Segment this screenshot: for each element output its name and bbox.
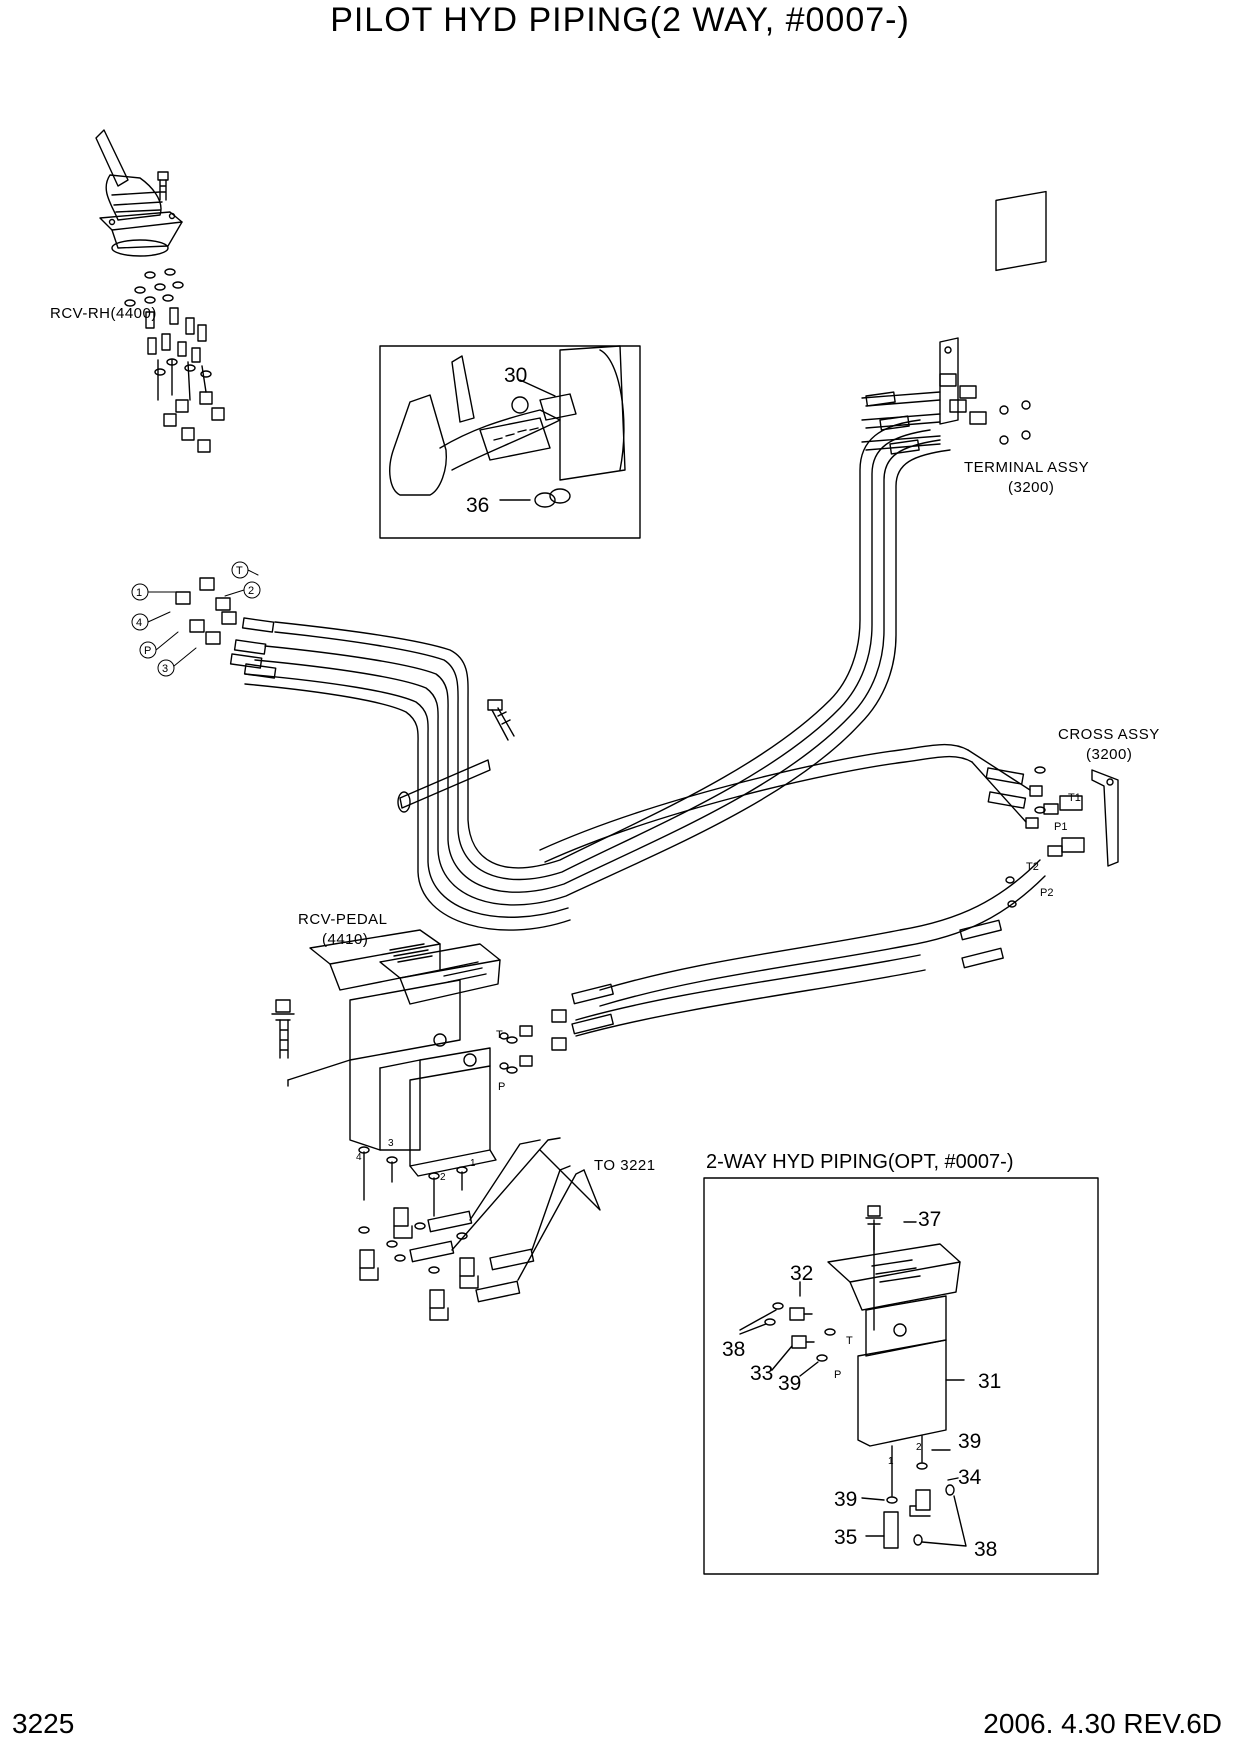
pedal-port-4: 4 bbox=[356, 1152, 362, 1163]
port-circle-t: T bbox=[236, 565, 243, 577]
part-31-label: 31 bbox=[978, 1370, 1001, 1393]
option-box-title: 2-WAY HYD PIPING(OPT, #0007-) bbox=[706, 1151, 1014, 1173]
rcv-pedal bbox=[271, 929, 518, 1217]
part-38-label-b: 38 bbox=[974, 1538, 997, 1561]
page-title: PILOT HYD PIPING(2 WAY, #0007-) bbox=[330, 1, 910, 39]
cab-inset-labels: 30 36 bbox=[466, 364, 527, 517]
to-3221-ref: TO 3221 bbox=[594, 1157, 656, 1174]
part-39-label-c: 39 bbox=[834, 1488, 857, 1511]
pedal-bottom-fittings bbox=[358, 1137, 601, 1321]
option-port-p: P bbox=[834, 1369, 841, 1381]
port-p1-label: P1 bbox=[1054, 821, 1067, 833]
pedal-port-p: P bbox=[498, 1081, 505, 1093]
rcv-pedal-ref: RCV-PEDAL bbox=[298, 911, 388, 928]
port-circle-4: 4 bbox=[136, 617, 142, 629]
circled-port-labels: T 1 2 4 P 3 bbox=[136, 565, 254, 675]
cross-assy-code: (3200) bbox=[1086, 746, 1132, 763]
rcv-rh-ref: RCV-RH(4400) bbox=[50, 305, 157, 322]
circled-port-markers bbox=[131, 561, 261, 677]
rcv-rh-joystick bbox=[95, 129, 183, 257]
hose-clamp bbox=[397, 699, 515, 813]
cab-inset bbox=[379, 345, 641, 539]
pedal-port-2: 2 bbox=[440, 1172, 446, 1183]
part-38-label-a: 38 bbox=[722, 1338, 745, 1361]
part-32-label: 32 bbox=[790, 1262, 813, 1285]
part-37-label: 37 bbox=[918, 1208, 941, 1231]
part-30-label: 30 bbox=[504, 364, 527, 387]
option-port-1: 1 bbox=[888, 1456, 894, 1467]
revision-date: 2006. 4.30 REV.6D bbox=[983, 1708, 1222, 1739]
part-35-label: 35 bbox=[834, 1526, 857, 1549]
pedal-port-t: T bbox=[496, 1029, 503, 1041]
option-port-2: 2 bbox=[916, 1442, 922, 1453]
terminal-assy-ref: TERMINAL ASSY bbox=[964, 459, 1089, 476]
part-39-label-a: 39 bbox=[778, 1372, 801, 1395]
pilot-hose-bundle bbox=[244, 419, 973, 931]
option-inset bbox=[703, 1177, 1099, 1575]
rcv-rh-orings bbox=[124, 268, 184, 307]
port-t2-label: T2 bbox=[1026, 861, 1039, 873]
port-circle-p: P bbox=[144, 645, 151, 657]
pedal-port-1: 1 bbox=[470, 1158, 476, 1169]
port-circle-1: 1 bbox=[136, 587, 142, 599]
pedal-supply-hoses bbox=[499, 859, 1046, 1070]
cross-assy bbox=[967, 749, 1119, 867]
part-33-label: 33 bbox=[750, 1362, 773, 1385]
terminal-assy-code: (3200) bbox=[1008, 479, 1054, 496]
part-36-label: 36 bbox=[466, 494, 489, 517]
option-port-t: T bbox=[846, 1335, 853, 1347]
port-p2-label: P2 bbox=[1040, 887, 1053, 899]
terminal-assy bbox=[861, 190, 1047, 455]
cross-assy-ref: CROSS ASSY bbox=[1058, 726, 1160, 743]
port-t1-label: T1 bbox=[1068, 792, 1081, 804]
page-number: 3225 bbox=[12, 1708, 75, 1739]
rcv-pedal-code: (4410) bbox=[322, 931, 368, 948]
part-34-label: 34 bbox=[958, 1466, 982, 1489]
rcv-rh-fittings bbox=[145, 307, 225, 453]
pedal-port-3: 3 bbox=[388, 1138, 394, 1149]
port-circle-2: 2 bbox=[248, 585, 254, 597]
port-circle-3: 3 bbox=[162, 663, 168, 675]
part-39-label-b: 39 bbox=[958, 1430, 981, 1453]
